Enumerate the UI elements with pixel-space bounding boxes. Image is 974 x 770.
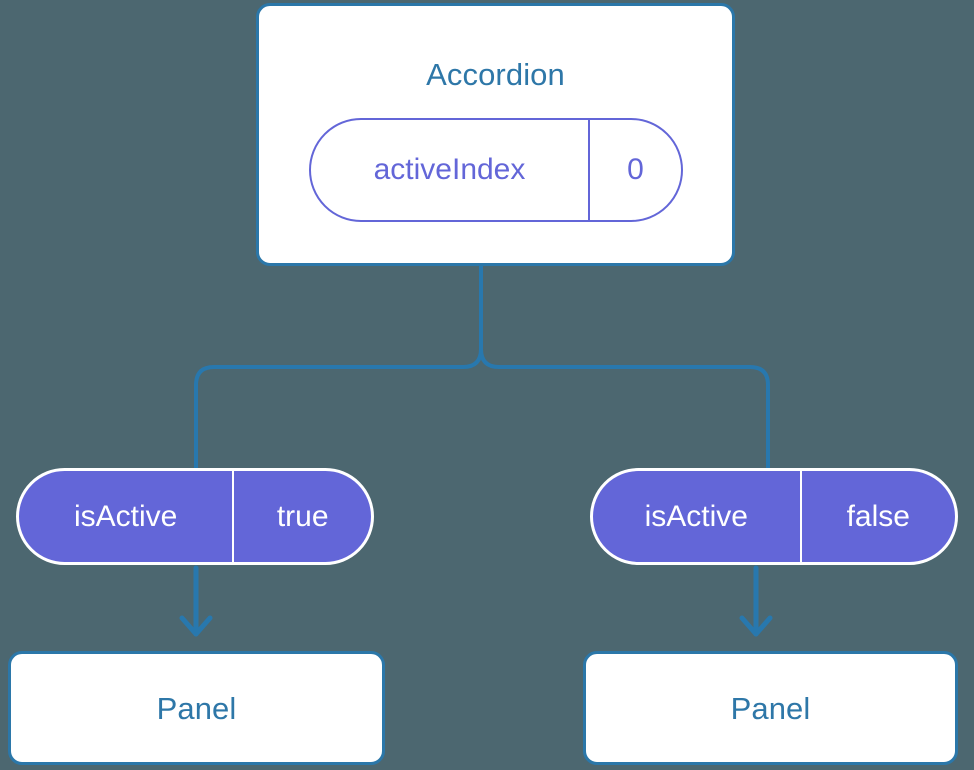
left-prop-value: true xyxy=(232,471,371,562)
right-panel-card[interactable]: Panel xyxy=(583,651,958,765)
left-isactive-pill[interactable]: isActive true xyxy=(16,468,374,565)
left-prop-key: isActive xyxy=(73,499,178,533)
connector-to-right-pill xyxy=(479,264,770,472)
right-panel-title: Panel xyxy=(730,690,811,726)
right-prop-key: isActive xyxy=(644,499,748,533)
accordion-title: Accordion xyxy=(426,57,565,92)
left-panel-card[interactable]: Panel xyxy=(8,651,385,765)
accordion-state-value: 0 xyxy=(588,120,680,220)
right-isactive-pill[interactable]: isActive false xyxy=(590,468,958,565)
accordion-state-key: activeIndex xyxy=(373,153,526,186)
arrow-left-head xyxy=(179,615,213,637)
connector-to-left-pill xyxy=(194,264,483,472)
right-prop-value: false xyxy=(799,471,955,562)
arrow-right-head xyxy=(739,615,773,637)
accordion-component-card[interactable]: Accordion activeIndex 0 xyxy=(256,3,735,266)
accordion-state-pill[interactable]: activeIndex 0 xyxy=(308,118,683,222)
left-panel-title: Panel xyxy=(156,690,237,726)
